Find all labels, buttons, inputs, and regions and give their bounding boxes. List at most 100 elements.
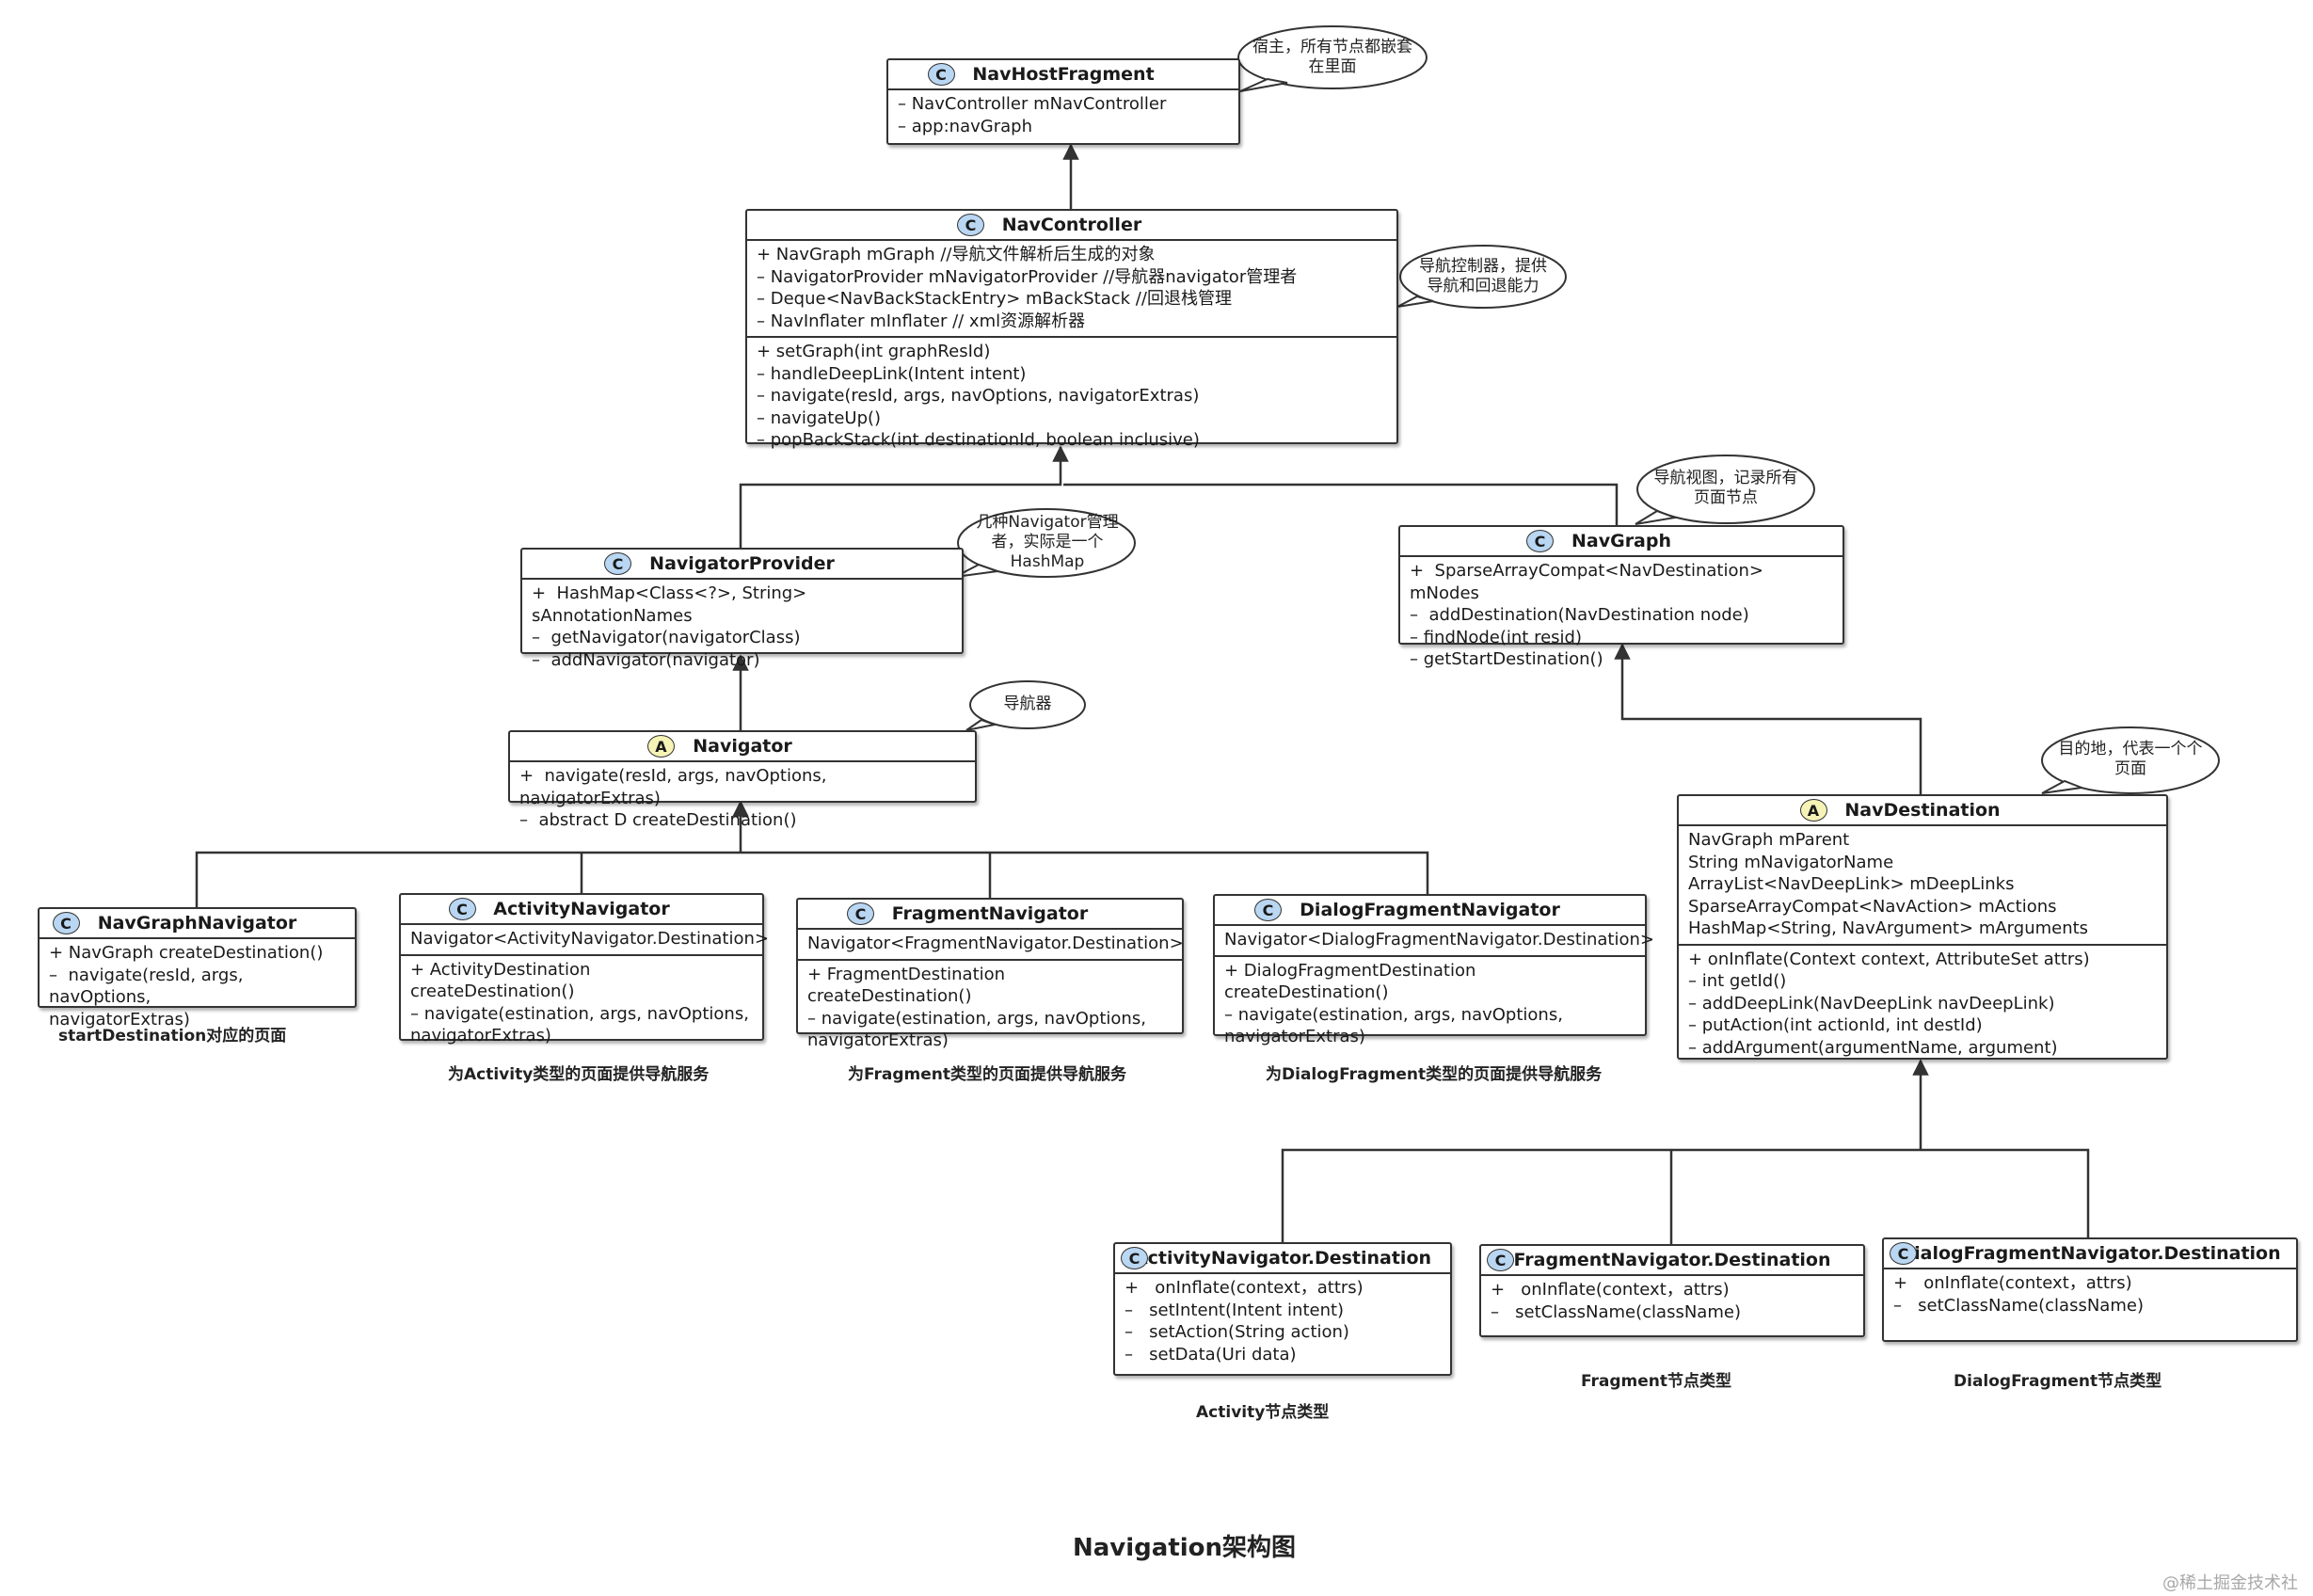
class-name: NavDestination [1844, 800, 2001, 821]
bubble-navigator-text: 导航器 [981, 694, 1075, 714]
class-member: – setAction(String action) [1125, 1322, 1349, 1342]
class-member: + navigate(resId, args, navOptions, navi… [519, 766, 833, 808]
class-name: Navigator [693, 736, 792, 757]
bubble-controller-shape [1399, 245, 1567, 309]
bubble-line: 几种Navigator管理 [976, 513, 1119, 532]
class-member: HashMap<String, NavArgument> mArguments [1688, 918, 2089, 938]
class-member: – NavInflater mInflater // xml资源解析器 [757, 311, 1086, 331]
class-section: + NavGraph mGraph //导航文件解析后生成的对象– Naviga… [747, 241, 1396, 336]
class-member: – navigate(resId, args, navOptions, navi… [757, 386, 1200, 406]
class-icon: C [1121, 1247, 1148, 1269]
class-icon: C [52, 912, 80, 934]
class-member: – getStartDestination() [1410, 649, 1603, 669]
class-section: + onInflate(Context context, AttributeSe… [1679, 943, 2166, 1063]
connector-provider-to-controller [739, 445, 1069, 548]
class-header: C FragmentNavigator [798, 900, 1182, 930]
class-member: + FragmentDestination createDestination(… [807, 964, 1011, 1007]
bubble-graph-text: 导航视图，记录所有页面节点 [1645, 469, 1807, 508]
bubble-provider-shape [957, 508, 1136, 578]
class-member: + onInflate(context，attrs) [1491, 1280, 1730, 1300]
diagram-title: Navigation架构图 [1073, 1534, 1297, 1562]
class-member: Navigator<ActivityNavigator.Destination> [410, 929, 769, 949]
class-name: DialogFragmentNavigator.Destination [1899, 1243, 2281, 1264]
bubble-line: 导航控制器，提供 [1419, 257, 1547, 276]
class-member: ArrayList<NavDeepLink> mDeepLinks [1688, 874, 2015, 894]
class-icon: C [1526, 530, 1554, 552]
class-member: – addDestination(NavDestination node) [1410, 605, 1749, 625]
class-member: – navigate(estination, args, navOptions, [1224, 1004, 1563, 1025]
class-member: – navigateUp() [757, 407, 882, 428]
class-member: – abstract D createDestination() [519, 810, 797, 830]
class-member: + NavGraph mGraph //导航文件解析后生成的对象 [757, 245, 1156, 264]
class-member: – getNavigator(navigatorClass) [532, 628, 801, 647]
watermark: @稀土掘金技术社区 [2162, 1573, 2298, 1593]
class-icon: C [847, 902, 874, 925]
class-member: SparseArrayCompat<NavAction> mActions [1688, 896, 2057, 917]
class-member: – findNode(int resid) [1410, 627, 1582, 647]
bubble-graph-tail [1635, 509, 1679, 525]
note-activity-node: Activity节点类型 [1196, 1403, 1330, 1422]
bubble-destination-tail [2041, 779, 2085, 794]
class-member: + NavGraph createDestination() [49, 943, 324, 963]
class-icon: C [448, 898, 476, 920]
connector-graph-to-controller [1063, 483, 1619, 525]
class-member: – app:navGraph [898, 116, 1032, 136]
class-name: FragmentNavigator [891, 903, 1089, 924]
class-member: + onInflate(context，attrs) [1125, 1278, 1364, 1298]
class-icon: C [1254, 899, 1282, 921]
bubble-line: 目的地，代表一个个 [2058, 740, 2203, 758]
bubble-host-shape [1237, 25, 1428, 89]
class-member: – addNavigator(navigator) [532, 649, 760, 670]
class-name: DialogFragmentNavigator [1300, 900, 1560, 920]
class-member: + DialogFragmentDestination createDestin… [1224, 960, 1482, 1003]
class-member: – Deque<NavBackStackEntry> mBackStack //… [757, 289, 1232, 309]
bubble-line: 者，实际是一个 [991, 533, 1104, 551]
class-member: + setGraph(int graphResId) [757, 342, 991, 361]
bubble-provider-tail [954, 563, 998, 578]
class-member: – putAction(int actionId, int destId) [1688, 1015, 1983, 1035]
class-member: Navigator<DialogFragmentNavigator.Destin… [1224, 930, 1654, 950]
bubble-navigator-shape [969, 680, 1086, 729]
class-name: FragmentNavigator.Destination [1513, 1250, 1831, 1270]
note-activity-navigator: 为Activity类型的页面提供导航服务 [448, 1065, 710, 1084]
class-icon: C [1487, 1249, 1514, 1271]
class-icon: C [957, 214, 984, 236]
bubble-line: 导航视图，记录所有 [1653, 469, 1798, 487]
bubble-line: 页面节点 [1694, 488, 1758, 507]
bubble-line: 页面 [2114, 759, 2146, 778]
note-startdestination: startDestination对应的页面 [58, 1027, 287, 1045]
class-section: Navigator<DialogFragmentNavigator.Destin… [1215, 926, 1654, 955]
bubble-destination-shape [2041, 726, 2220, 794]
bubble-navigator-tail [965, 718, 998, 731]
connector-lines [195, 143, 2090, 1244]
class-member: Navigator<FragmentNavigator.Destination> [807, 934, 1184, 953]
class-member: – int getId() [1688, 971, 1787, 991]
bubble-controller-tail [1396, 295, 1434, 308]
note-dialogfragment-node: DialogFragment节点类型 [1954, 1372, 2162, 1391]
class-section: + setGraph(int graphResId)– handleDeepLi… [747, 336, 1396, 455]
note-dialogfragment-navigator: 为DialogFragment类型的页面提供导航服务 [1266, 1065, 1603, 1084]
bubble-line: 宿主，所有节点都嵌套 [1252, 38, 1412, 56]
class-member: navigatorExtras) [807, 1030, 949, 1050]
connector-destination-to-graph [1614, 643, 1922, 794]
class-member: – setIntent(Intent intent) [1125, 1300, 1345, 1320]
class-name: NavGraphNavigator [97, 913, 297, 934]
